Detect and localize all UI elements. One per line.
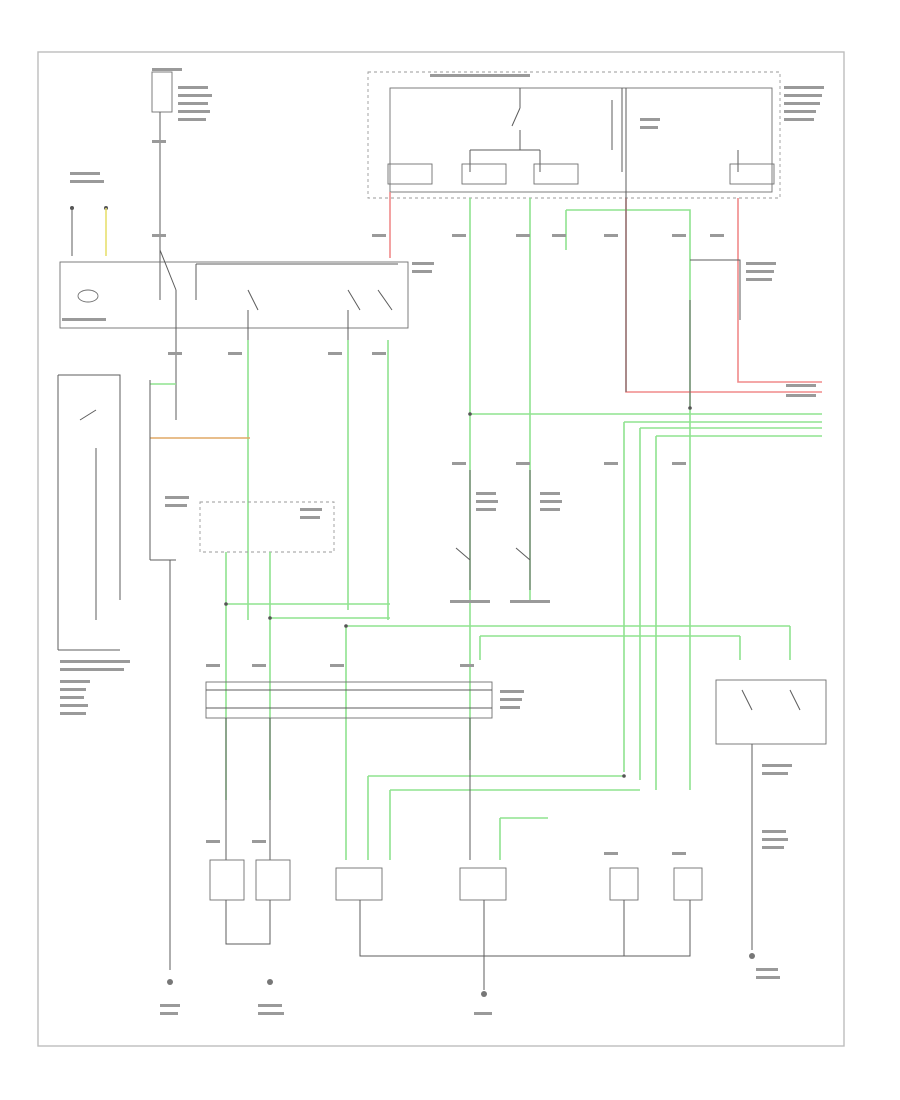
right-relay-area [625, 88, 816, 408]
ground-points [167, 953, 755, 997]
dimmer-module [165, 496, 390, 800]
splice-dots [224, 406, 692, 778]
relay-box [367, 71, 824, 199]
combination-switch [59, 249, 434, 340]
diagram-frame [37, 51, 845, 1047]
hot-at-all-times-block [151, 68, 212, 300]
bottom-lamps [169, 560, 703, 990]
left-combination-switch [57, 374, 250, 715]
wire-labels [152, 140, 780, 1015]
green-bus-lines [345, 198, 822, 860]
mid-lamp-switches [450, 470, 562, 603]
license-lamp-connector [715, 679, 827, 950]
junction-block [205, 681, 524, 860]
combination-switch-top [70, 172, 108, 303]
red-power-lines [625, 198, 822, 393]
